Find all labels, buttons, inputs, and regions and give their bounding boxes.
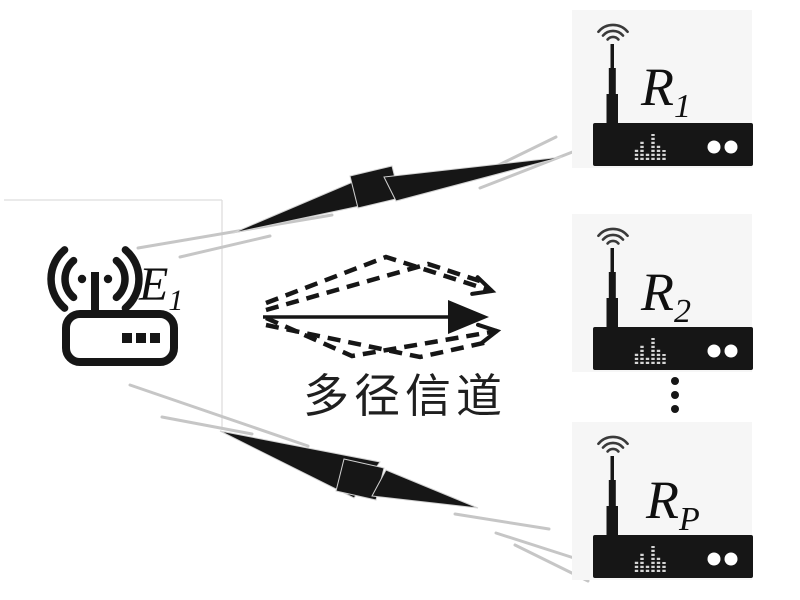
open-arrowheads (470, 275, 502, 346)
transmitter-icon (47, 246, 178, 366)
receiver-label-2-sub: 2 (674, 293, 691, 330)
receiver-label-p-base: R (646, 470, 679, 530)
transmitter-label: E1 (139, 261, 183, 316)
multipath-arrows (263, 254, 502, 360)
receiver-label-1-base: R (641, 57, 674, 117)
wave-dot-left (77, 274, 87, 284)
bolt-shape (219, 430, 479, 509)
multipath-dashed-paths (265, 254, 498, 360)
antenna (91, 272, 99, 320)
receiver-label-p-sub: P (679, 501, 700, 538)
radio-waves-icon (47, 246, 143, 312)
channel-label: 多径信道 (303, 371, 507, 422)
transmitter-label-base: E (139, 258, 169, 311)
transmitter-label-sub: 1 (168, 284, 184, 317)
receiver-label-2-base: R (641, 262, 674, 322)
vertical-ellipsis-icon (671, 377, 679, 413)
router-dots (122, 333, 160, 343)
lightning-bolt-upper (136, 135, 577, 259)
direct-path-arrow (263, 300, 489, 334)
wave-dot-right (103, 274, 113, 284)
receiver-label-1: R1 (641, 60, 691, 124)
guide-lines (4, 199, 223, 430)
receiver-label-2: R2 (641, 265, 691, 329)
receiver-label-p: RP (646, 473, 700, 537)
bolt-shape (232, 156, 563, 234)
receiver-label-1-sub: 1 (674, 88, 691, 125)
router-body (62, 310, 178, 366)
